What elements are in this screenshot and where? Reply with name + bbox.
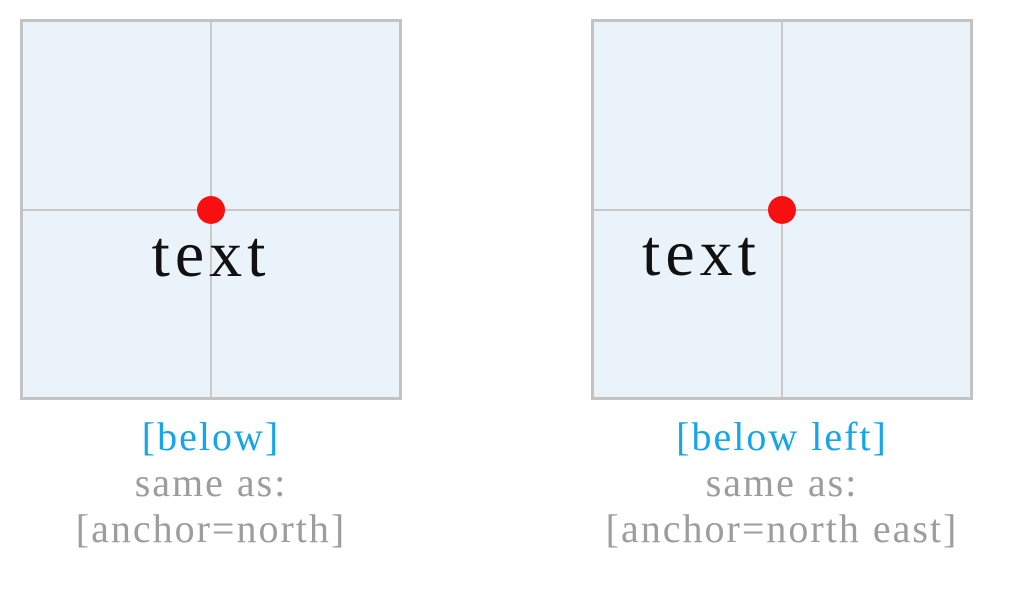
node-bounding-square: text — [591, 19, 973, 400]
same-as-label: same as: — [705, 460, 859, 505]
node-text-label: text — [642, 216, 761, 290]
anchor-equivalent-label: [anchor=north] — [75, 506, 347, 551]
panel-below: text [below] same as: [anchor=north] — [20, 19, 402, 552]
caption-placement-option: [below] — [20, 414, 402, 460]
node-bounding-square: text — [20, 19, 402, 400]
caption-placement-option: [below left] — [591, 414, 973, 460]
anchor-equivalent-label: [anchor=north east] — [605, 506, 959, 551]
caption-block: [below] same as: [anchor=north] — [20, 414, 402, 552]
caption-same-as: same as: — [591, 460, 973, 506]
anchor-point-dot — [197, 195, 225, 224]
placement-option-label: [below] — [141, 414, 281, 459]
placement-option-label: [below left] — [676, 414, 888, 459]
caption-same-as: same as: — [20, 460, 402, 506]
anchor-point-dot — [768, 195, 796, 224]
node-text-label: text — [151, 217, 271, 291]
caption-anchor-equivalent: [anchor=north] — [20, 506, 402, 552]
same-as-label: same as: — [134, 460, 288, 505]
caption-anchor-equivalent: [anchor=north east] — [591, 506, 973, 552]
panel-below-left: text [below left] same as: [anchor=north… — [591, 19, 973, 552]
caption-block: [below left] same as: [anchor=north east… — [591, 414, 973, 552]
